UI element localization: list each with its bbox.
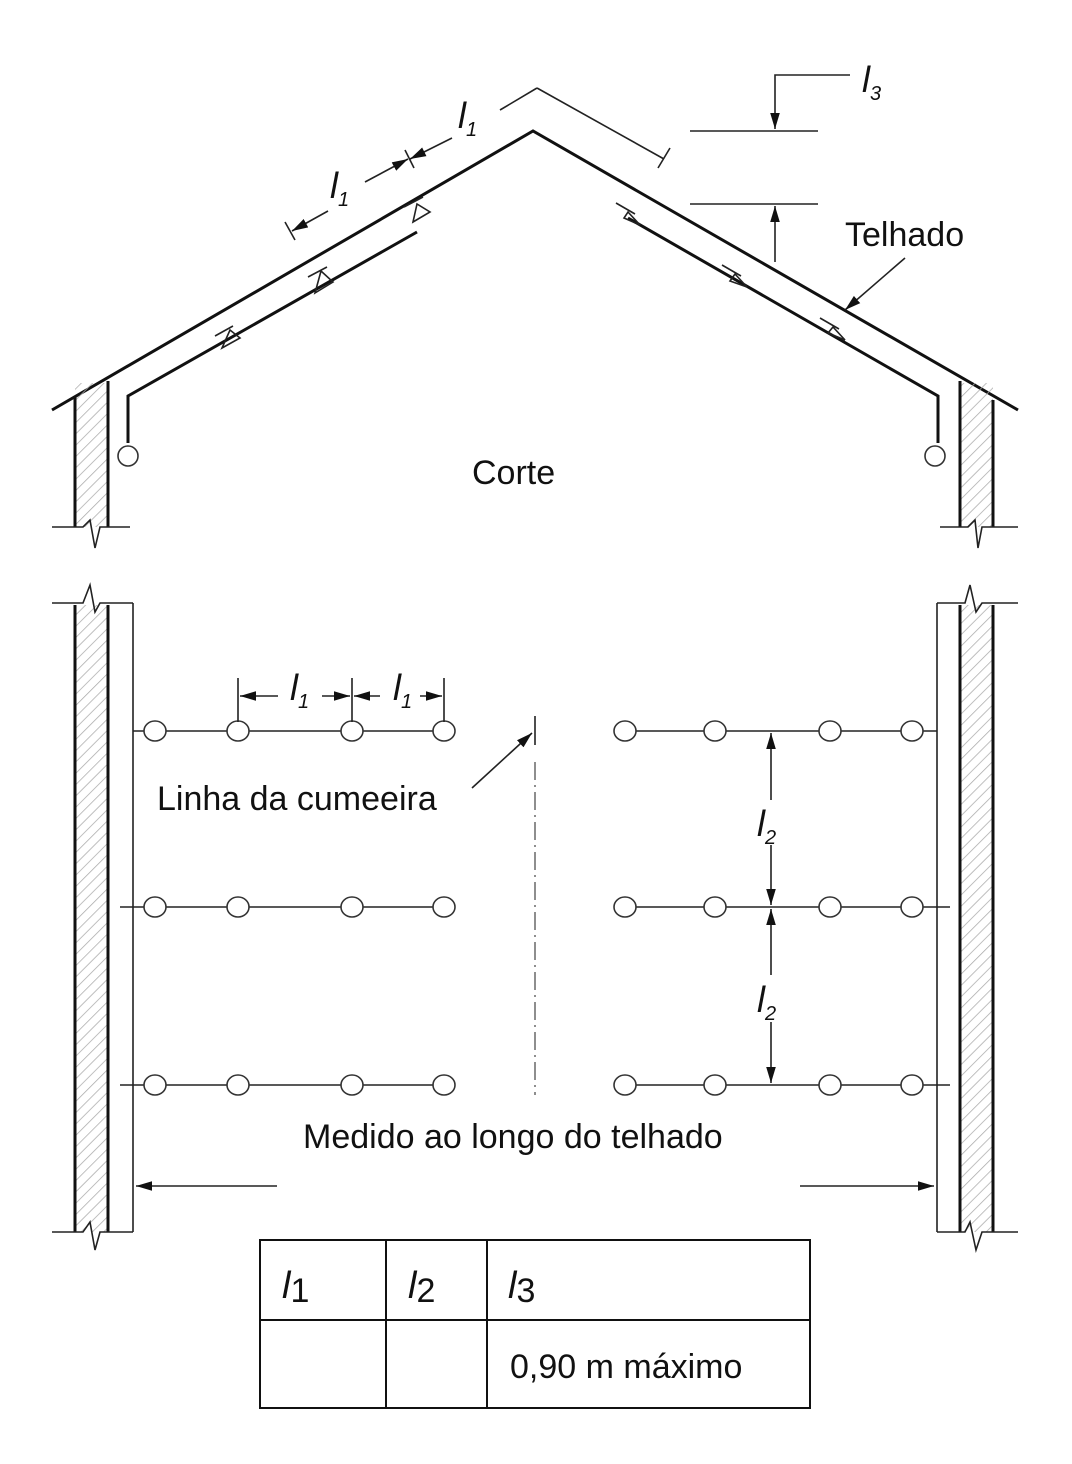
ridge-leader bbox=[471, 732, 533, 789]
sprinkler-head bbox=[143, 896, 167, 918]
dimension-label-l3: l bbox=[862, 59, 871, 100]
roof-leader bbox=[844, 257, 906, 311]
sprinkler-head bbox=[924, 445, 946, 467]
svg-text:l2: l2 bbox=[757, 979, 776, 1025]
table-cell-l3: 0,90 m máximo bbox=[510, 1348, 742, 1386]
break-line bbox=[52, 518, 130, 549]
svg-text:l1: l1 bbox=[330, 165, 349, 211]
subscript: 3 bbox=[870, 83, 881, 105]
subscript: 1 bbox=[298, 691, 309, 713]
dimension-label-l2: l bbox=[757, 803, 766, 844]
svg-text:l2: l2 bbox=[408, 1265, 435, 1310]
sprinkler-head bbox=[703, 1074, 727, 1096]
sprinkler-head bbox=[818, 720, 842, 742]
sprinkler-symbols bbox=[214, 196, 846, 350]
sprinkler-head bbox=[226, 1074, 250, 1096]
sprinkler-head bbox=[340, 896, 364, 918]
sprinkler-head bbox=[613, 1074, 637, 1096]
sprinkler-head bbox=[818, 896, 842, 918]
sprinkler-head bbox=[432, 720, 456, 742]
sprinkler-head bbox=[226, 720, 250, 742]
sprinkler-head bbox=[900, 720, 924, 742]
dimension-label-l1: l bbox=[330, 165, 339, 206]
measured-label: Medido ao longo do telhado bbox=[303, 1118, 723, 1156]
svg-text:l1: l1 bbox=[458, 95, 477, 141]
svg-text:l1: l1 bbox=[282, 1265, 309, 1310]
subscript: 2 bbox=[764, 1003, 776, 1025]
sprinkler-head bbox=[143, 720, 167, 742]
sprinkler-head bbox=[340, 720, 364, 742]
sprinkler-head bbox=[900, 1074, 924, 1096]
left-wall-section bbox=[75, 383, 108, 527]
svg-text:l3: l3 bbox=[508, 1265, 535, 1310]
sprinkler-head bbox=[432, 1074, 456, 1096]
right-branch-pipe bbox=[627, 216, 940, 443]
section-view: l1 l1 l3 Telhado Corte bbox=[51, 59, 1019, 549]
subscript: 3 bbox=[516, 1272, 535, 1310]
spacing-table: l1 l2 l3 0,90 m máximo bbox=[259, 1239, 811, 1409]
sprinkler-head bbox=[340, 1074, 364, 1096]
right-wall-plan bbox=[960, 605, 993, 1232]
dimension-l1-roof: l1 l1 bbox=[284, 87, 671, 241]
sprinkler-head bbox=[117, 445, 139, 467]
dimension-label-l1: l bbox=[290, 667, 299, 708]
subscript: 1 bbox=[290, 1272, 309, 1310]
subscript: 1 bbox=[338, 189, 349, 211]
svg-text:l1: l1 bbox=[290, 667, 309, 713]
sprinkler-head bbox=[703, 896, 727, 918]
table-header-l3: l bbox=[508, 1265, 518, 1307]
table-header-l2: l bbox=[408, 1265, 418, 1307]
sprinkler-head bbox=[143, 1074, 167, 1096]
svg-text:l2: l2 bbox=[757, 803, 776, 849]
dimension-label-l1: l bbox=[458, 95, 467, 136]
dimension-l1-plan: l1 l1 bbox=[237, 667, 445, 722]
right-wall-section bbox=[960, 383, 993, 527]
roof-label: Telhado bbox=[845, 216, 964, 254]
dimension-l3: l3 bbox=[690, 59, 881, 262]
subscript: 2 bbox=[416, 1272, 435, 1310]
left-wall-plan bbox=[75, 605, 108, 1232]
sprinkler-head bbox=[818, 1074, 842, 1096]
plan-view: Linha da cumeeira l1 l1 l2 l2 Medido ao … bbox=[52, 582, 1018, 1254]
subscript: 1 bbox=[466, 119, 477, 141]
svg-text:l3: l3 bbox=[862, 59, 881, 105]
svg-text:l1: l1 bbox=[393, 667, 412, 713]
subscript: 2 bbox=[764, 827, 776, 849]
roof-line bbox=[51, 129, 1019, 412]
sprinkler-head bbox=[613, 720, 637, 742]
dimension-label-l1: l bbox=[393, 667, 402, 708]
section-label: Corte bbox=[472, 454, 555, 492]
dimension-l2: l2 l2 bbox=[757, 733, 776, 1083]
dimension-label-l2: l bbox=[757, 979, 766, 1020]
sprinkler-head bbox=[900, 896, 924, 918]
sprinkler-rows bbox=[120, 720, 950, 1096]
sprinkler-head bbox=[226, 896, 250, 918]
sprinkler-head bbox=[703, 720, 727, 742]
table-header-l1: l bbox=[282, 1265, 292, 1307]
sprinkler-head bbox=[613, 896, 637, 918]
sprinkler-head bbox=[432, 896, 456, 918]
left-branch-pipe bbox=[126, 230, 418, 443]
subscript: 1 bbox=[401, 691, 412, 713]
break-line bbox=[940, 518, 1018, 549]
ridge-line-label: Linha da cumeeira bbox=[157, 780, 437, 818]
